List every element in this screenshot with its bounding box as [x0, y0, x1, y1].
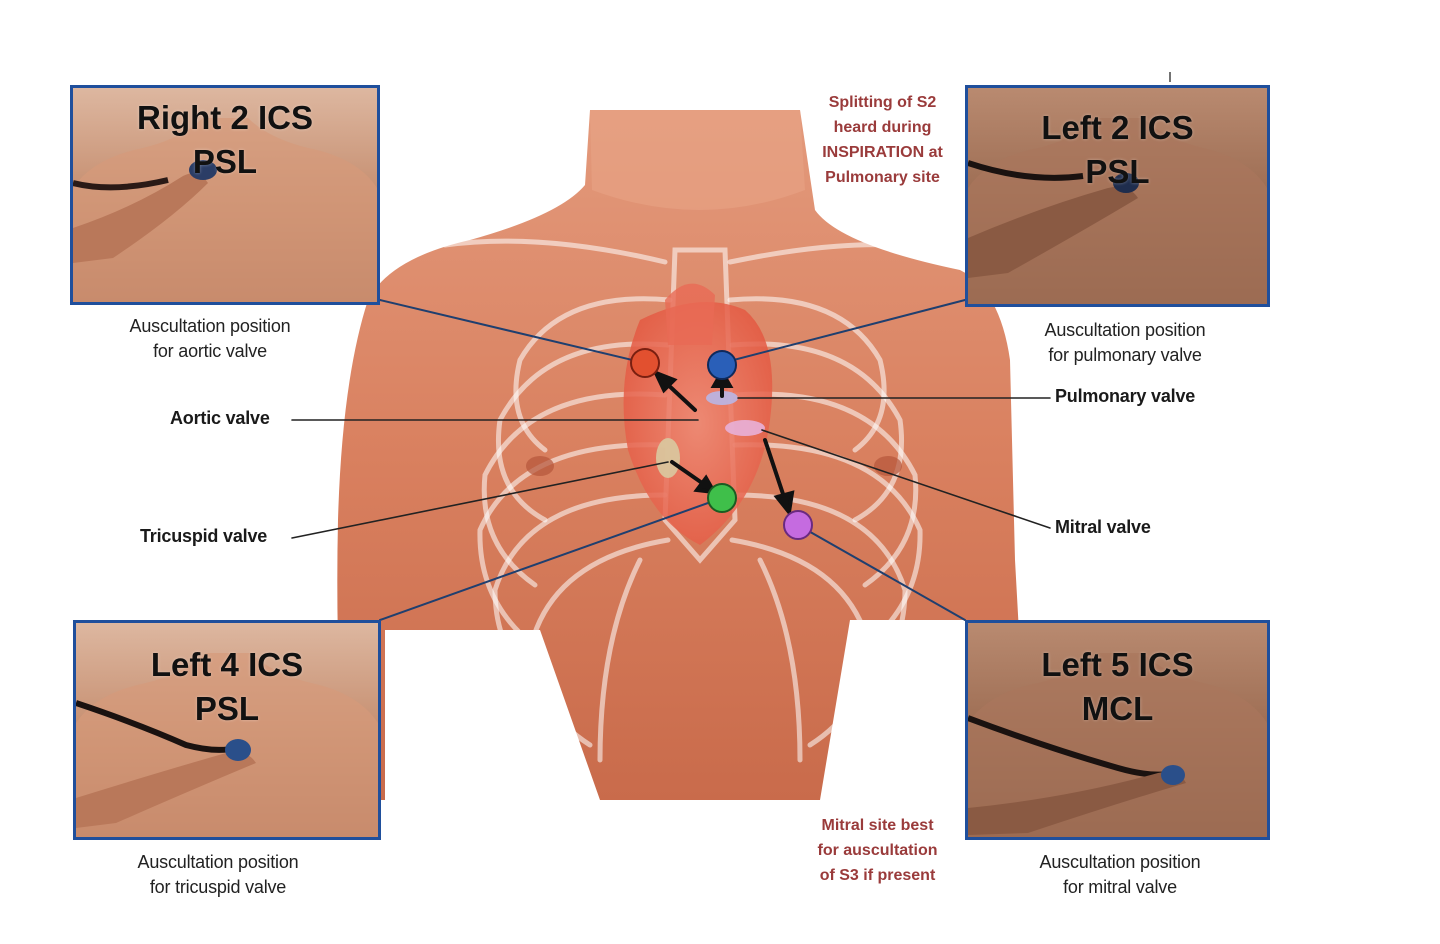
mitral-panel: Left 5 ICS MCL [965, 620, 1270, 840]
aortic-panel-title-line1: Right 2 ICS [136, 99, 313, 136]
splitting-s2-note: Splitting of S2 heard during INSPIRATION… [800, 90, 965, 190]
tricuspid-panel-title-line1: Left 4 ICS [150, 646, 304, 683]
tricuspid-panel-leader [379, 497, 723, 621]
tricuspid-valve-mark [656, 438, 680, 478]
mitral-panel-title-line2: MCL [1081, 690, 1154, 727]
mitral-point-dot [783, 510, 813, 540]
aortic-caption: Auscultation position for aortic valve [70, 314, 350, 364]
pulmonary-caption-line1: Auscultation position [1044, 320, 1206, 340]
pulmonary-panel-leader [721, 299, 966, 364]
mitral-valve-label: Mitral valve [1055, 517, 1151, 537]
pulmonary-caption-line2: for pulmonary valve [1048, 345, 1202, 365]
mitral-note-line2: for auscultation [817, 842, 938, 859]
mitral-note-line3: of S3 if present [819, 867, 936, 884]
tricuspid-point-dot [707, 483, 737, 513]
pulmonary-panel-torso [968, 118, 1267, 304]
mitral-panel-title-line1: Left 5 ICS [1041, 646, 1194, 683]
tricuspid-caption: Auscultation position for tricuspid valv… [83, 850, 353, 900]
aortic-caption-line1: Auscultation position [129, 316, 291, 336]
mitral-valve-leader [761, 429, 1051, 529]
aortic-panel-leader [379, 299, 646, 364]
mitral-panel-leader [797, 524, 966, 621]
splitting-note-line3: INSPIRATION at [822, 144, 943, 161]
pulmonary-panel-title-line1: Left 2 ICS [1041, 109, 1194, 146]
nipple-left [526, 456, 554, 476]
mitral-arrow [763, 438, 787, 502]
pulmonary-panel: Left 2 ICS PSL [965, 85, 1270, 307]
pulmonary-point-dot [707, 350, 737, 380]
tricuspid-panel-torso [76, 653, 378, 837]
splitting-note-line4: Pulmonary site [825, 169, 940, 186]
aortic-valve-label: Aortic valve [170, 408, 270, 428]
tricuspid-arrow-head [693, 474, 718, 495]
tricuspid-caption-line1: Auscultation position [137, 852, 299, 872]
tricuspid-arrow [670, 460, 707, 487]
aortic-point-dot [630, 348, 660, 378]
mitral-panel-torso [968, 653, 1267, 837]
aortic-panel-title-line2: PSL [192, 143, 258, 180]
tricuspid-panel-title-line2: PSL [194, 690, 260, 727]
mitral-site-note: Mitral site best for auscultation of S3 … [795, 813, 960, 888]
splitting-note-line1: Splitting of S2 [828, 94, 937, 111]
pulmonary-caption: Auscultation position for pulmonary valv… [990, 318, 1260, 368]
pulmonary-valve-label: Pulmonary valve [1055, 386, 1196, 406]
aortic-panel-torso [73, 118, 377, 302]
mitral-caption: Auscultation position for mitral valve [985, 850, 1255, 900]
tricuspid-panel: Left 4 ICS PSL [73, 620, 381, 840]
mitral-caption-line1: Auscultation position [1039, 852, 1201, 872]
aortic-arrow-head [652, 369, 678, 394]
tricuspid-valve-label: Tricuspid valve [140, 526, 268, 546]
tricuspid-valve-leader [291, 461, 669, 539]
neck-shading [590, 110, 805, 210]
aortic-panel: Right 2 ICS PSL [70, 85, 380, 305]
ribcage [442, 238, 943, 763]
aortic-caption-line2: for aortic valve [153, 341, 267, 361]
pulmonary-panel-title-line2: PSL [1085, 153, 1150, 190]
mitral-note-line1: Mitral site best [821, 817, 934, 834]
mitral-arrow-head [773, 490, 795, 517]
mitral-caption-line2: for mitral valve [1063, 877, 1177, 897]
splitting-note-line2: heard during [833, 119, 932, 136]
mitral-valve-mark [725, 420, 765, 436]
tricuspid-caption-line2: for tricuspid valve [149, 877, 287, 897]
